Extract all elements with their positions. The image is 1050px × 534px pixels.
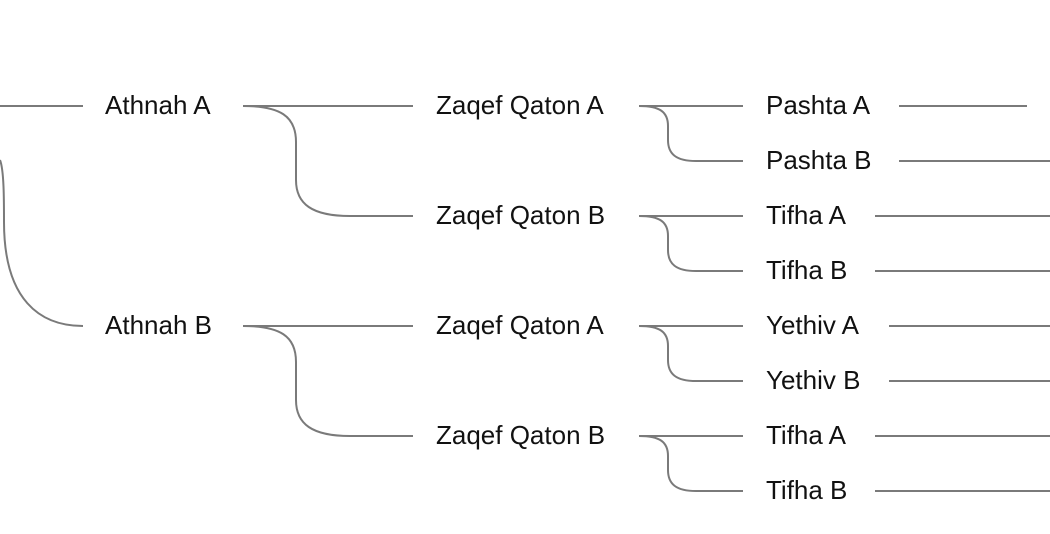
node-athnah-a: Athnah A xyxy=(105,90,211,120)
node-pashta-a: Pashta A xyxy=(766,90,871,120)
node-zaqef-qaton-b-1: Zaqef Qaton B xyxy=(436,200,605,230)
connector-zaqef-4-to-tifha-b xyxy=(638,435,743,492)
node-tifha-b-2: Tifha B xyxy=(766,475,847,505)
connector-athnah-b-to-zaqef-b xyxy=(242,325,413,437)
node-athnah-b: Athnah B xyxy=(105,310,212,340)
node-zaqef-qaton-b-2: Zaqef Qaton B xyxy=(436,420,605,450)
node-zaqef-qaton-a-1: Zaqef Qaton A xyxy=(436,90,604,120)
connector-zaqef-1-to-pashta-b xyxy=(638,105,743,162)
connectors xyxy=(0,105,1050,492)
node-yethiv-a: Yethiv A xyxy=(766,310,860,340)
node-yethiv-b: Yethiv B xyxy=(766,365,860,395)
node-tifha-a-2: Tifha A xyxy=(766,420,847,450)
node-pashta-b: Pashta B xyxy=(766,145,872,175)
connector-zaqef-2-to-tifha-b xyxy=(638,215,743,272)
connector-athnah-a-to-zaqef-b xyxy=(242,105,413,217)
node-zaqef-qaton-a-2: Zaqef Qaton A xyxy=(436,310,604,340)
node-tifha-b-1: Tifha B xyxy=(766,255,847,285)
connector-zaqef-3-to-yethiv-b xyxy=(638,325,743,382)
connector-root-to-athnah-b xyxy=(0,159,84,327)
node-labels: Athnah A Athnah B Zaqef Qaton A Zaqef Qa… xyxy=(105,90,872,505)
node-tifha-a-1: Tifha A xyxy=(766,200,847,230)
